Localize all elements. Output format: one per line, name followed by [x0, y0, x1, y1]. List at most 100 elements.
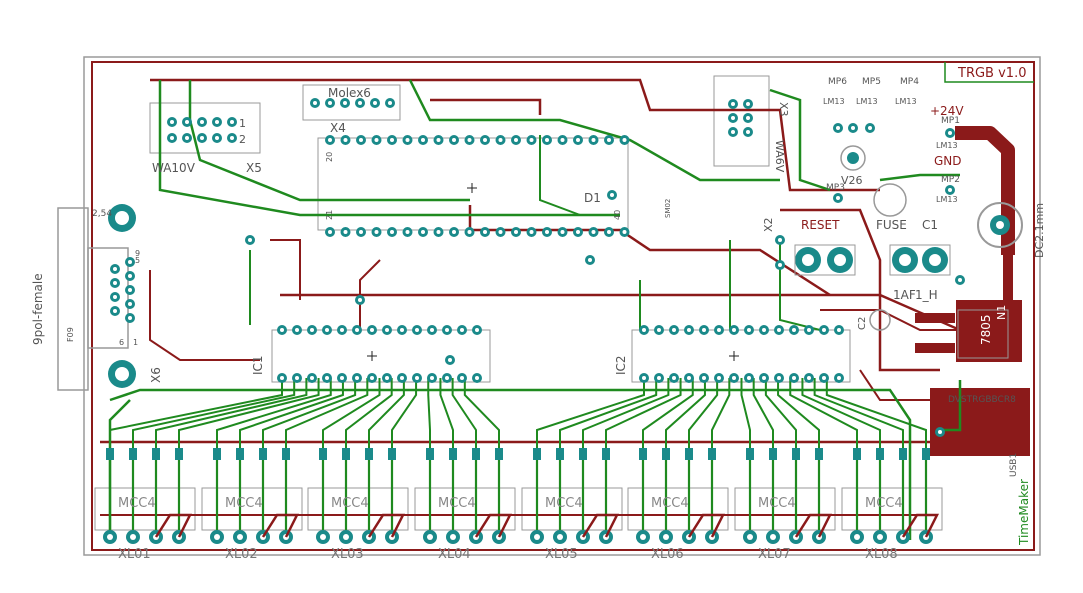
title-frame	[944, 62, 1034, 83]
label-ic2: IC2	[614, 355, 628, 375]
label-lm13-a: LM13	[823, 97, 845, 106]
mcc4-outline	[307, 487, 409, 531]
connector-ref: XL07	[758, 547, 791, 562]
mcc4-type-label: MCC4	[545, 496, 583, 511]
mcc4-outline	[201, 487, 303, 531]
label-lm13-e: LM13	[936, 195, 958, 204]
smd-resistor	[746, 448, 754, 460]
label-molex: Molex6	[328, 86, 371, 100]
smd-resistor	[556, 448, 564, 460]
label-2-54: 2,54	[92, 209, 112, 219]
label-x6: X6	[149, 367, 163, 383]
smd-resistor	[602, 448, 610, 460]
fuse-holder	[889, 244, 951, 276]
smd-resistor	[106, 448, 114, 460]
label-pin6: 6	[119, 338, 124, 347]
smd-resistor	[639, 448, 647, 460]
board-outline	[91, 61, 1035, 551]
label-x4: X4	[330, 121, 346, 135]
label-sm02: SM02	[664, 199, 672, 218]
label-mp4: MP4	[900, 77, 919, 87]
label-sub-d: 9pol-female	[31, 273, 45, 345]
mcc4-outlines	[94, 487, 943, 531]
label-gnd: GND	[934, 154, 962, 168]
label-n1: N1	[995, 305, 1008, 320]
ic1-outline	[271, 329, 491, 383]
label-mp6: MP6	[828, 77, 847, 87]
fiducials	[367, 183, 739, 361]
mcc4-type-label: MCC4	[118, 496, 156, 511]
board-title: TRGB v1.0	[957, 66, 1026, 81]
smd-resistor	[792, 448, 800, 460]
mcc4-type-label: MCC4	[225, 496, 263, 511]
label-c1: C1	[922, 218, 938, 232]
label-dvstrgb: DVSTRGBBCR8	[948, 395, 1016, 405]
label-x3: X3	[777, 102, 790, 117]
mcc4-type-label: MCC4	[331, 496, 369, 511]
label-wa6v: WA6V	[773, 140, 786, 173]
smd-resistor	[876, 448, 884, 460]
label-pin9: 9	[135, 249, 140, 258]
smd-resistor	[495, 448, 503, 460]
smd-resistor	[899, 448, 907, 460]
regulator-body	[957, 309, 1009, 359]
mcc4-outline	[627, 487, 729, 531]
label-1h: 1_H	[915, 288, 938, 302]
smd-resistor	[662, 448, 670, 460]
label-x5: X5	[246, 161, 262, 175]
label-pin5: 5	[135, 256, 140, 265]
c2-capacitor	[869, 309, 891, 331]
label-d1: D1	[584, 191, 601, 205]
wa10v-outline	[149, 102, 261, 154]
smd-resistor	[213, 448, 221, 460]
smd-resistor	[365, 448, 373, 460]
label-timemaker: TimeMaker	[1017, 479, 1031, 546]
label-reset: RESET	[801, 218, 840, 232]
smd-resistor	[259, 448, 267, 460]
label-pin2: 2	[239, 133, 246, 146]
smd-resistor	[129, 448, 137, 460]
mcc4-outline	[734, 487, 836, 531]
label-pin40: 40	[613, 210, 622, 220]
molex-outline	[302, 84, 401, 121]
label-1af: 1AF	[893, 288, 916, 302]
c1-capacitor	[873, 183, 907, 217]
connector-ref: XL06	[651, 547, 684, 562]
label-usb: USB1	[1009, 453, 1019, 477]
label-mp1: MP1	[941, 116, 960, 126]
smd-resistor	[685, 448, 693, 460]
smd-resistor	[342, 448, 350, 460]
connector-ref: XL02	[225, 547, 258, 562]
smd-resistor	[708, 448, 716, 460]
connector-ref: XL03	[331, 547, 364, 562]
dc-jack	[977, 202, 1023, 248]
mcc4-outline	[841, 487, 943, 531]
label-7805: 7805	[979, 314, 993, 345]
mcc4-outline	[414, 487, 516, 531]
mcc4-outline	[521, 487, 623, 531]
smd-resistor	[533, 448, 541, 460]
smd-resistor	[922, 448, 930, 460]
connector-ref: XL08	[865, 547, 898, 562]
smd-resistor	[319, 448, 327, 460]
label-x2: X2	[762, 217, 775, 232]
mcc4-type-label: MCC4	[758, 496, 796, 511]
label-v26: V26	[841, 174, 863, 187]
smd-resistor	[472, 448, 480, 460]
label-mp2: MP2	[941, 175, 960, 185]
label-dc-jack: DC2.1mm	[1033, 203, 1046, 258]
mcc4-outline	[94, 487, 196, 531]
mcc4-type-label: MCC4	[438, 496, 476, 511]
reset-button[interactable]	[794, 244, 856, 276]
label-pin21: 21	[325, 210, 334, 220]
mcc4-type-label: MCC4	[865, 496, 903, 511]
label-wa10v: WA10V	[152, 161, 196, 175]
smd-resistor	[769, 448, 777, 460]
label-lm13-c: LM13	[895, 97, 917, 106]
smd-resistor	[426, 448, 434, 460]
connector-ref: XL01	[118, 547, 151, 562]
label-mp5: MP5	[862, 77, 881, 87]
smd-resistor	[449, 448, 457, 460]
label-pin20: 20	[325, 152, 334, 162]
